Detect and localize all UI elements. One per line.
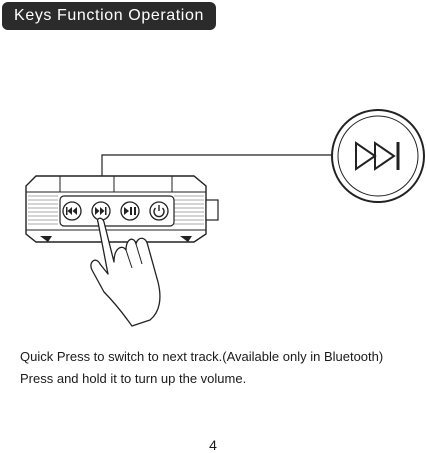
- prev-track-icon: [66, 207, 77, 215]
- instruction-line-1: Quick Press to switch to next track.(Ava…: [20, 349, 384, 364]
- instructions: Quick Press to switch to next track.(Ava…: [20, 346, 426, 390]
- power-button: [149, 201, 169, 221]
- speaker-body: [25, 175, 219, 243]
- page-number: 4: [209, 437, 217, 453]
- speaker-illustration: [25, 109, 425, 327]
- next-track-callout: [331, 109, 425, 203]
- prev-track-button: [62, 201, 82, 221]
- power-icon: [153, 205, 165, 218]
- section-title: Keys Function Operation: [2, 2, 216, 30]
- next-track-icon: [95, 207, 107, 215]
- next-track-button: [91, 201, 111, 221]
- next-track-icon: [355, 141, 400, 171]
- hand-icon: [90, 217, 161, 327]
- play-pause-icon: [124, 207, 136, 215]
- play-pause-button: [120, 201, 140, 221]
- instruction-line-2: Press and hold it to turn up the volume.: [20, 371, 247, 386]
